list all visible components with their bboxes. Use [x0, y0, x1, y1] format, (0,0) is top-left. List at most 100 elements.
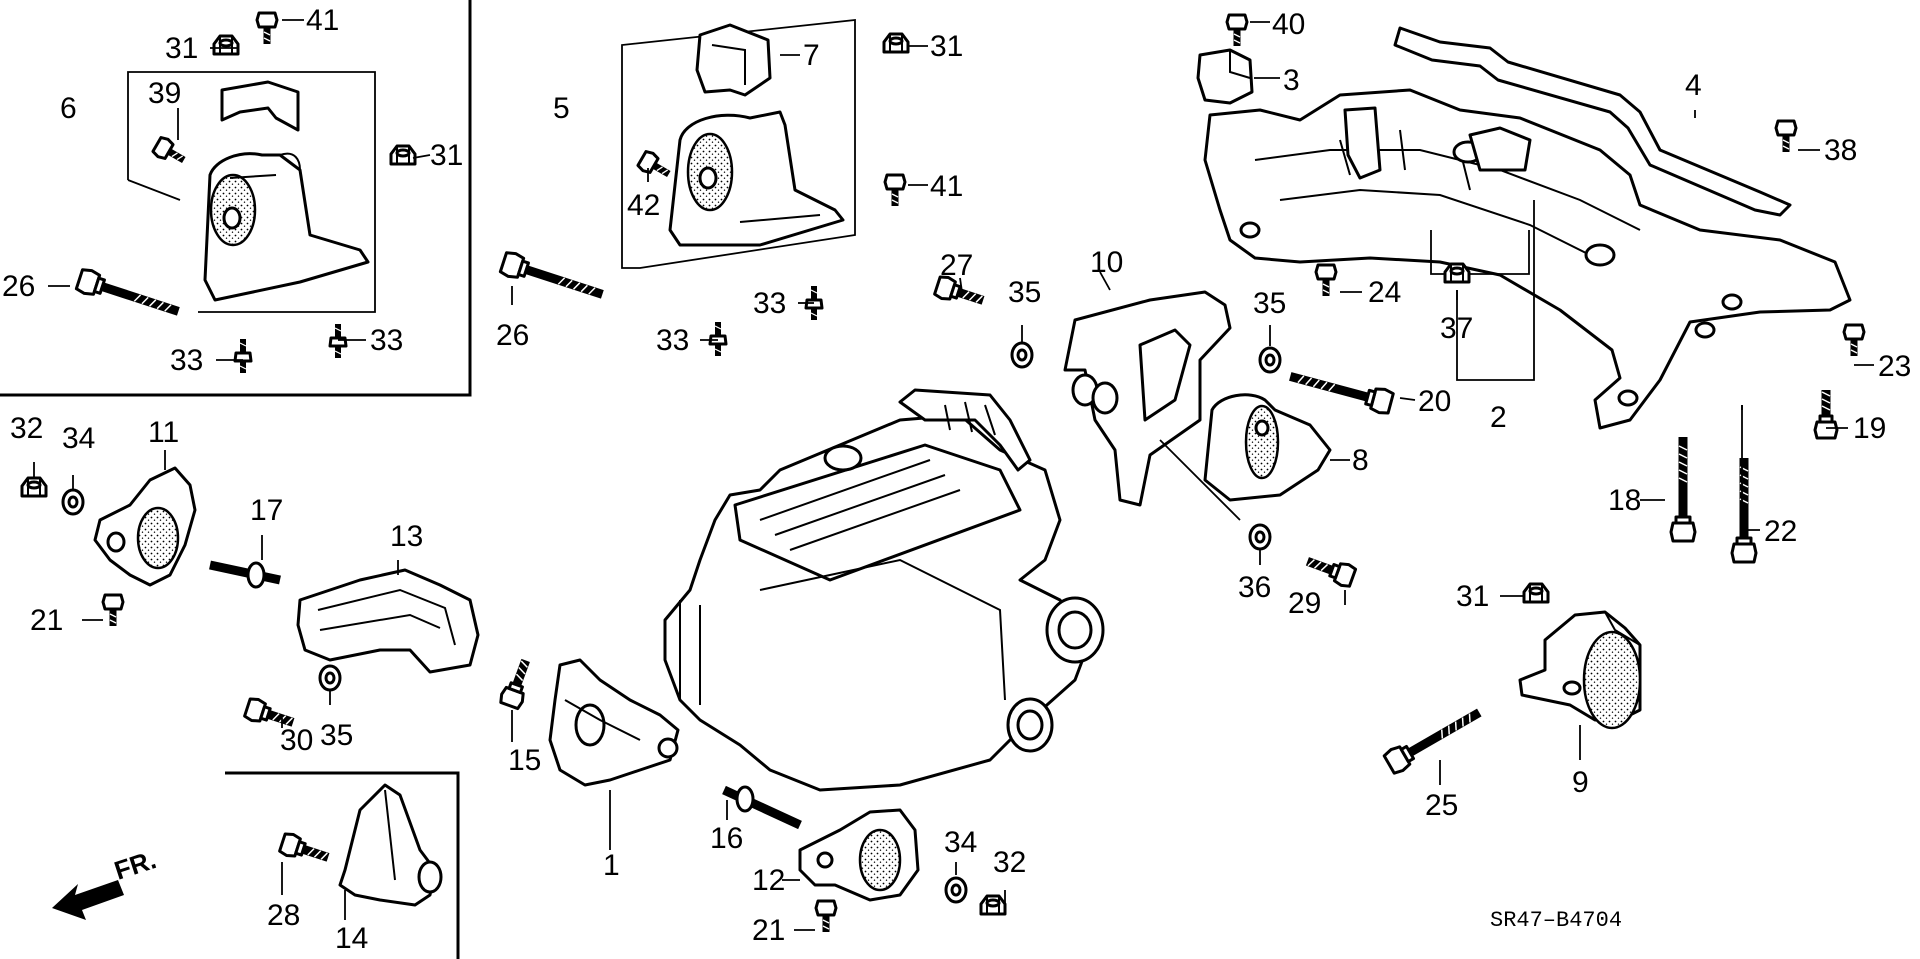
part-15-bolt [499, 657, 536, 710]
part-9-mount [1518, 610, 1642, 730]
part-39-bolt [152, 136, 189, 169]
callout-33-b: 33 [370, 324, 403, 357]
part-14-bracket [338, 783, 443, 907]
part-1-bracket [548, 658, 680, 787]
part-32-nut [20, 476, 48, 498]
callout-4: 4 [1685, 69, 1702, 102]
callout-26-left: 26 [2, 270, 35, 303]
callout-35-right: 35 [1253, 287, 1286, 320]
callout-34-left: 34 [62, 422, 95, 455]
part-3-bracket [1196, 48, 1254, 105]
part-35-washer [1010, 341, 1034, 369]
callout-36: 36 [1238, 571, 1271, 604]
part-33-stud [330, 324, 346, 358]
callout-41-top: 41 [306, 4, 339, 37]
part-40-bolt [1227, 15, 1247, 46]
callout-42: 42 [627, 189, 660, 222]
part-28-bolt [279, 832, 331, 868]
callout-35-left: 35 [320, 719, 353, 752]
callout-16: 16 [710, 822, 743, 855]
callout-24: 24 [1368, 276, 1401, 309]
callout-41-mid: 41 [930, 170, 963, 203]
part-33-stud [235, 339, 251, 373]
part-13-bracket [296, 568, 480, 674]
callout-10: 10 [1090, 246, 1123, 279]
callout-31-top-left: 31 [165, 32, 198, 65]
callout-12: 12 [752, 864, 785, 897]
part-31-nut [882, 32, 910, 54]
callout-17: 17 [250, 494, 283, 527]
part-18-long-bolt [1671, 437, 1695, 541]
part-41-bolt [257, 13, 277, 44]
leader-lines [33, 19, 1874, 931]
part-26-long-bolt [76, 268, 182, 323]
part-38-bolt [1776, 121, 1796, 152]
callout-33-c: 33 [753, 287, 786, 320]
callout-35-mid: 35 [1008, 276, 1041, 309]
part-10-bracket [1063, 290, 1232, 507]
callout-11: 11 [148, 416, 179, 449]
callout-23: 23 [1878, 350, 1911, 383]
callout-15: 15 [508, 744, 541, 777]
part-29-bolt [1304, 551, 1357, 588]
inset-frame-bottom-left [225, 771, 460, 959]
callout-8: 8 [1352, 444, 1369, 477]
part-4-stiffener-bar [1393, 26, 1792, 217]
callout-9: 9 [1572, 766, 1589, 799]
part-33-stud [710, 322, 726, 356]
callout-32-left: 32 [10, 412, 43, 445]
callout-29: 29 [1288, 587, 1321, 620]
part-24-bolt [1316, 265, 1336, 296]
diagram-code: SR47–B4704 [1490, 908, 1622, 933]
callout-28: 28 [267, 899, 300, 932]
callout-14: 14 [335, 922, 368, 955]
callout-31-right: 31 [1456, 580, 1489, 613]
callout-20: 20 [1418, 385, 1451, 418]
callout-38: 38 [1824, 134, 1857, 167]
callout-1: 1 [603, 849, 620, 882]
callout-2: 2 [1490, 401, 1507, 434]
part-11-mount [93, 466, 197, 587]
engine-block [663, 388, 1105, 792]
part-16-stud [722, 785, 802, 830]
part-37-nut [1443, 262, 1471, 284]
callout-33-a: 33 [170, 344, 203, 377]
part-32-nut [979, 894, 1007, 916]
callout-13: 13 [390, 520, 423, 553]
part-22-long-bolt [1732, 458, 1756, 562]
part-20-long-bolt [1287, 365, 1394, 415]
part-26-long-bolt [500, 251, 606, 306]
callout-32-bottom: 32 [993, 846, 1026, 879]
part-35-washer [318, 664, 342, 692]
part-17-stud [209, 560, 281, 589]
callout-30: 30 [280, 724, 313, 757]
inset-frame-top-left [0, 0, 472, 397]
callout-19: 19 [1853, 412, 1886, 445]
callout-33-d: 33 [656, 324, 689, 357]
part-6-mount-assembly [127, 71, 376, 313]
part-19-bolt [1815, 390, 1837, 438]
callout-39: 39 [148, 77, 181, 110]
part-42-bolt [637, 150, 674, 183]
callout-7: 7 [803, 39, 820, 72]
front-direction-label: FR. [111, 844, 160, 885]
part-34-washer [61, 488, 85, 516]
callout-40: 40 [1272, 8, 1305, 41]
part-35-washer [1258, 346, 1282, 374]
callout-31-mid: 31 [930, 30, 963, 63]
part-41-bolt [885, 175, 905, 206]
part-31-nut [389, 144, 417, 166]
part-23-bolt [1844, 325, 1864, 356]
part-12-mount [798, 808, 920, 902]
callout-5: 5 [553, 92, 570, 125]
part-34-washer [944, 876, 968, 904]
part-21-bolt [816, 901, 836, 932]
part-36-washer [1248, 523, 1272, 551]
callout-31-left: 31 [430, 139, 463, 172]
part-2-subframe [1203, 88, 1852, 430]
part-21-bolt [103, 595, 123, 626]
callout-26-mid: 26 [496, 319, 529, 352]
callout-27: 27 [940, 249, 973, 282]
callout-3: 3 [1283, 64, 1300, 97]
